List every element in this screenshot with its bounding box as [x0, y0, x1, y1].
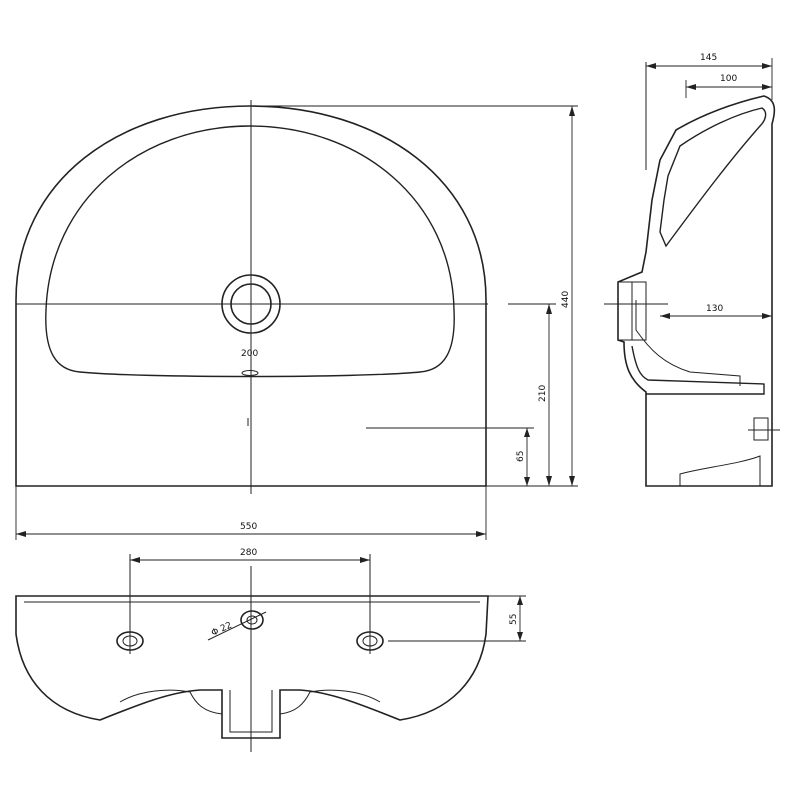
dim-65-arrow-top	[524, 428, 530, 437]
top-view: 200 440 210 65 550	[15, 100, 578, 540]
dim-440-arrow-top	[569, 106, 575, 116]
top-view-inner-bowl	[45, 125, 455, 378]
dim-550-arrow-left	[16, 531, 26, 537]
dim-440-arrow-bottom	[569, 476, 575, 486]
dim-55-arrow-bottom	[517, 632, 523, 641]
side-view-wall-bolt	[753, 417, 769, 441]
dim-280-arrow-left	[130, 557, 140, 563]
dim-label-tap-diameter: Φ 22	[210, 621, 234, 639]
dim-label-tap-spacing: 280	[240, 548, 257, 558]
side-view-drain-channel	[635, 300, 741, 386]
dim-550-arrow-right	[476, 531, 486, 537]
dim-145-arrow-left	[646, 63, 656, 69]
dim-100-arrow-right	[762, 84, 772, 90]
dim-label-tap-setback: 55	[509, 614, 519, 625]
dim-130-arrow-right	[762, 313, 772, 319]
front-view-basin-right	[279, 689, 381, 715]
front-view-diameter-leader	[207, 611, 267, 641]
dim-label-overflow-height: 210	[538, 385, 548, 402]
side-view-bowl-floor	[631, 345, 765, 395]
dim-label-side-bowl-depth: 100	[720, 74, 737, 84]
front-view-tap-hole-center	[240, 610, 264, 630]
side-view: 145 100 130	[604, 53, 780, 487]
dim-label-floor-offset: 65	[516, 451, 526, 462]
front-view: Φ 22 280 55	[15, 548, 526, 752]
side-view-inner-bowl	[659, 107, 767, 248]
front-view-basin-left	[119, 689, 223, 715]
dim-130-arrow-left	[660, 313, 670, 319]
dim-label-bowl-depth: 200	[241, 349, 258, 359]
dim-280-arrow-right	[360, 557, 370, 563]
dim-55-arrow-top	[517, 596, 523, 605]
dim-label-top-height: 440	[561, 291, 571, 308]
dim-label-side-projection: 130	[706, 304, 723, 314]
dim-210-arrow-top	[546, 304, 552, 314]
top-view-overflow-slot	[241, 370, 259, 376]
dim-65-arrow-bottom	[524, 477, 530, 486]
dim-145-arrow-right	[762, 63, 772, 69]
front-view-outer-profile	[15, 595, 489, 739]
side-view-foot	[679, 455, 761, 486]
dim-label-side-depth: 145	[700, 53, 717, 63]
dim-100-arrow-left	[686, 84, 696, 90]
dim-210-arrow-bottom	[546, 476, 552, 486]
side-view-outer-profile	[617, 95, 776, 487]
dim-label-top-width: 550	[240, 522, 257, 532]
front-view-tap-hole-center-inner	[246, 615, 258, 625]
